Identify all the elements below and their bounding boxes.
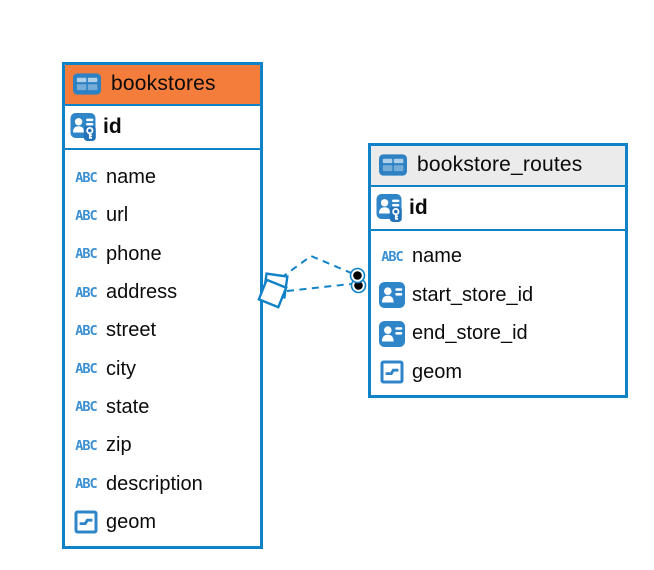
column-row[interactable]: ABC street [65,312,260,350]
column-row[interactable]: ABC phone [65,235,260,273]
column-label: start_store_id [412,283,534,306]
geometry-icon [72,508,100,536]
column-label: state [106,395,150,418]
abc-icon: ABC [75,246,97,263]
table-header[interactable]: bookstore_routes [371,146,625,187]
relation-diamond-marker-1 [262,272,289,299]
column-row[interactable]: geom [371,353,625,392]
primary-key-icon [375,193,403,222]
column-label: url [106,204,129,227]
column-label: geom [106,510,157,533]
table-bookstore-routes[interactable]: bookstore_routes id ABC name start_store_i… [368,143,628,398]
reference-icon [378,320,406,348]
column-label: city [106,357,136,380]
column-label: end_store_id [412,322,528,345]
column-row[interactable]: ABC name [371,238,625,277]
column-row[interactable]: start_store_id [371,276,625,315]
table-header[interactable]: bookstores [65,65,260,106]
column-label: phone [106,242,162,265]
abc-icon: ABC [75,322,97,339]
column-label: name [412,245,463,268]
primary-key-row[interactable]: id [65,106,260,150]
table-title: bookstores [111,72,216,96]
abc-icon: ABC [75,169,97,186]
relation-line-1[interactable] [280,254,357,279]
table-title: bookstore_routes [417,153,583,177]
column-label: street [106,319,157,342]
table-icon [73,70,101,98]
abc-icon: ABC [381,248,403,265]
column-label: name [106,166,157,189]
abc-icon: ABC [75,476,97,493]
column-label: description [106,472,203,495]
geometry-icon [378,358,406,386]
abc-icon: ABC [75,437,97,454]
column-label: geom [412,360,463,383]
column-row[interactable]: ABC address [65,273,260,311]
abc-icon: ABC [75,207,97,224]
column-row[interactable]: ABC zip [65,427,260,465]
relation-line-2[interactable] [286,283,352,292]
reference-icon [378,281,406,309]
column-label: zip [106,434,132,457]
primary-key-icon [69,112,97,141]
abc-icon: ABC [75,399,97,416]
column-row[interactable]: ABC name [65,159,260,197]
column-row[interactable]: ABC state [65,388,260,426]
relation-dot-marker-2 [350,277,367,294]
table-icon [379,151,407,179]
relation-dot-marker-1 [349,267,366,284]
primary-key-label: id [409,195,428,219]
column-row[interactable]: ABC url [65,197,260,235]
column-row[interactable]: geom [65,503,260,541]
abc-icon: ABC [75,284,97,301]
column-label: address [106,281,178,304]
column-row[interactable]: ABC city [65,350,260,388]
column-row[interactable]: end_store_id [371,315,625,354]
primary-key-label: id [103,114,122,138]
column-row[interactable]: ABC description [65,465,260,503]
primary-key-row[interactable]: id [371,187,625,231]
abc-icon: ABC [75,361,97,378]
